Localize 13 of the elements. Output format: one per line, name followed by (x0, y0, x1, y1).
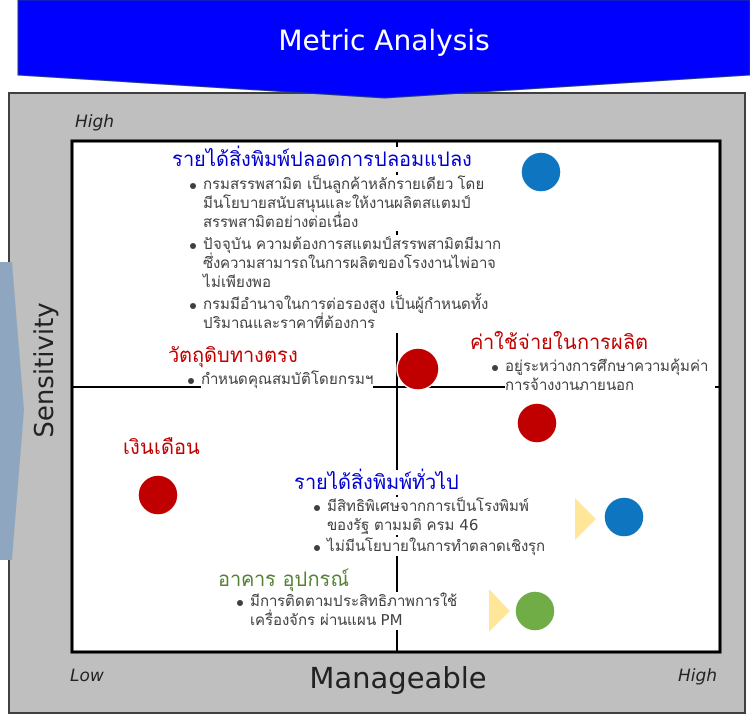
title: Metric Analysis (277, 24, 491, 58)
group-heading: อาคาร อุปกรณ์ (218, 567, 350, 592)
side-chevron (0, 262, 24, 560)
group-heading: รายได้สิ่งพิมพ์ทั่วไป (294, 470, 459, 495)
axis-title: Sensitivity (28, 302, 61, 438)
group-heading: รายได้สิ่งพิมพ์ปลอดการปลอมแปลง (172, 147, 472, 172)
group-heading: วัตถุดิบทางตรง (168, 343, 298, 368)
axis-title: Manageable (309, 660, 487, 696)
bullet-text: กำหนดคุณสมบัติโดยกรมฯ (201, 370, 373, 389)
bullet-text: ไม่มีนโยบายในการทำตลาดเชิงรุก (327, 537, 545, 556)
axis-end-label: High (75, 112, 114, 134)
axis-end-label: Low (70, 666, 104, 688)
axis-end-label: High (678, 666, 718, 688)
